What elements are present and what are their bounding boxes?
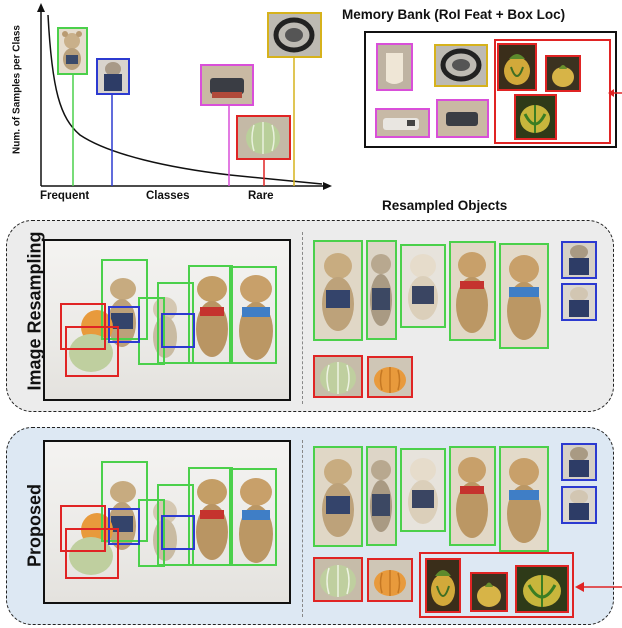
thumb-teddy-mid [96,58,130,95]
res2-bear-1 [313,446,363,547]
memory-jar-pink [376,43,413,91]
memory-bank-box [364,31,617,148]
proposed-gourd-3 [515,565,569,613]
res2-mid-1 [561,443,597,481]
y-axis-arrow [37,3,45,12]
x-label-classes: Classes [146,190,190,202]
box-bear-1 [101,259,148,340]
memory-bank-arrow [608,89,622,97]
memory-rare-group [494,39,611,144]
res2-bear-2 [366,446,397,546]
proposed-gourd-1 [425,558,461,613]
x-axis-arrow [323,182,332,190]
y-axis-label: Num. of Samples per Class [11,25,23,154]
box2-mid-1 [108,508,140,545]
res1-bear-4 [449,241,496,341]
box2-bear-5 [229,468,277,566]
memory-bag-pink [436,99,489,138]
proposed-rare-group [419,552,574,618]
res1-bear-5 [499,243,549,349]
thumb-bag-pink [200,64,254,106]
res1-mid-1 [561,241,597,279]
scene-image-2 [43,440,291,604]
thumb-tire-yellow [267,12,322,58]
box2-bear-1 [101,461,148,542]
memory-device-pink [375,108,430,138]
res2-pumpkin-1 [313,557,363,602]
res1-pumpkin-2 [367,356,413,398]
divider-2 [302,440,303,617]
memory-gourd-3 [514,94,557,140]
thumb-pumpkin-red [236,115,291,160]
box-bear-5 [229,266,277,364]
box-mid-2 [161,313,195,348]
box-mid-1 [108,306,140,343]
proposed-arrow [575,582,622,592]
res2-bear-3 [400,448,446,532]
long-tail-curve [47,14,323,185]
proposed-gourd-2 [470,572,508,612]
res2-bear-4 [449,446,496,546]
thumb-teddy-frequent [57,27,88,75]
res1-bear-2 [366,240,397,340]
memory-bank-title: Memory Bank (RoI Feat + Box Loc) [342,7,566,22]
x-label-frequent: Frequent [40,190,90,202]
box-pumpkin-2 [65,326,119,377]
long-tail-chart [37,3,332,190]
x-label-rare: Rare [248,190,274,202]
res2-bear-5 [499,446,549,552]
box2-pumpkin-2 [65,528,119,579]
memory-gourd-1 [497,43,537,91]
res1-bear-1 [313,240,363,341]
res1-pumpkin-1 [313,355,363,398]
resampled-title: Resampled Objects [382,198,508,213]
memory-tire-yellow [434,44,488,87]
box2-mid-2 [161,515,195,550]
res1-bear-3 [400,244,446,328]
res2-mid-2 [561,486,597,524]
divider-1 [302,232,303,404]
memory-gourd-2 [545,55,581,92]
res1-mid-2 [561,283,597,321]
res2-pumpkin-2 [367,558,413,602]
